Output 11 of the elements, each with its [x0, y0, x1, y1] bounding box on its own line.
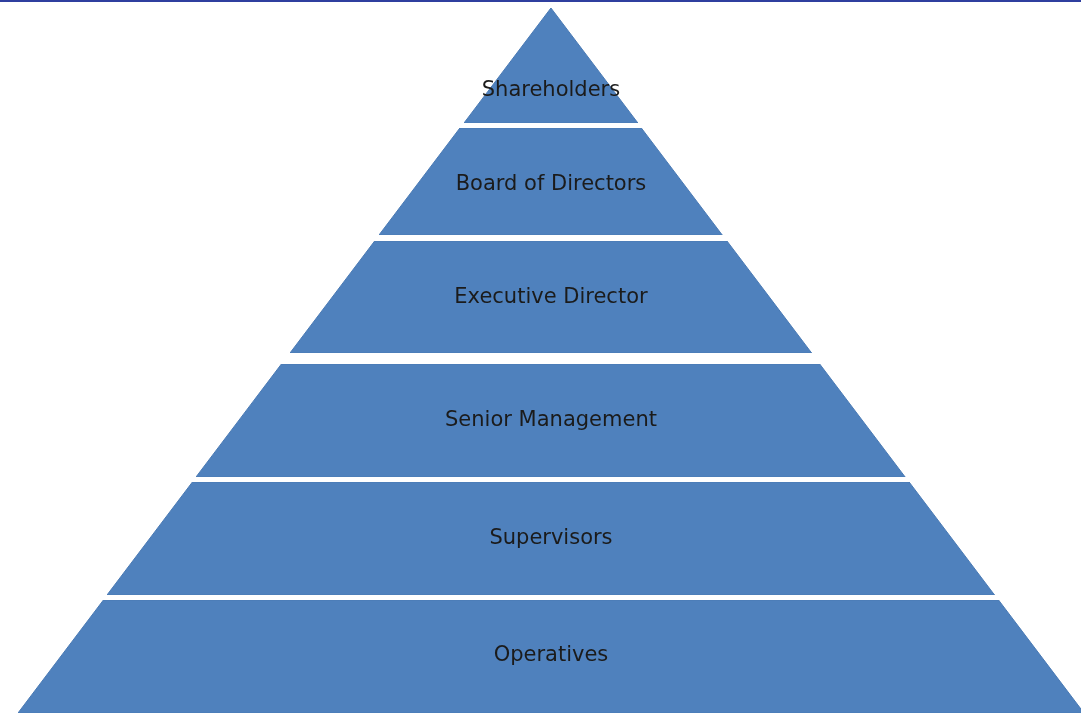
pyramid-level — [464, 8, 638, 123]
level-label: Supervisors — [489, 525, 613, 549]
level-label: Operatives — [493, 642, 609, 666]
pyramid-level — [18, 600, 1081, 713]
pyramid-level — [107, 482, 995, 595]
pyramid-level — [196, 364, 906, 477]
level-label: Executive Director — [454, 284, 648, 308]
pyramid-level — [290, 241, 812, 353]
level-label: Senior Management — [445, 407, 657, 431]
pyramid-level — [379, 128, 723, 235]
level-label: Board of Directors — [455, 171, 647, 195]
